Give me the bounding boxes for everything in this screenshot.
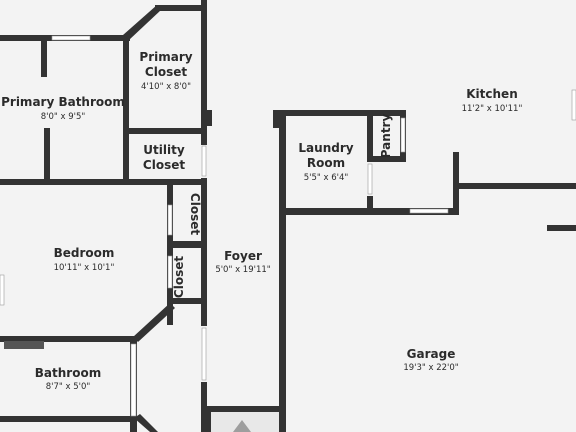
- vent-hatch: [4, 341, 44, 349]
- foyer-dims: 5'0" x 19'11": [215, 265, 270, 275]
- bedroom-name: Bedroom: [54, 246, 115, 260]
- wall-porch-top: [204, 406, 282, 412]
- window-laundry-right: [367, 163, 373, 195]
- wall-foyer-left-mid: [201, 178, 207, 326]
- room-labels: Primary Bathroom 8'0" x 9'5" Primary Clo…: [1, 50, 522, 392]
- closet-upper-name: Closet: [188, 193, 202, 235]
- wall-closet-top: [155, 5, 207, 11]
- wall-bathroom-bottom: [0, 416, 137, 422]
- closet-lower-name: Closet: [172, 256, 186, 298]
- wall-closet-divider: [167, 241, 207, 248]
- wall-garage-right-stub: [547, 225, 576, 231]
- garage-name: Garage: [407, 347, 456, 361]
- utility-closet-name-2: Closet: [143, 158, 185, 172]
- kitchen-name: Kitchen: [466, 87, 518, 101]
- wall-foyer-left-upper: [201, 0, 207, 145]
- window-kitchen-right: [571, 89, 576, 121]
- window-foyer-left: [201, 327, 207, 381]
- wall-porch-left: [204, 406, 211, 432]
- wall-closet-bottom: [167, 298, 207, 304]
- pantry-name: Pantry: [379, 114, 393, 159]
- kitchen-dims: 11'2" x 10'11": [462, 104, 523, 114]
- wall-closet-left: [167, 185, 173, 325]
- window-closet-lower: [167, 255, 173, 289]
- primary-bathroom-name: Primary Bathroom: [1, 95, 125, 109]
- entry-arrow: [233, 420, 251, 432]
- window-utility-right: [201, 145, 207, 177]
- utility-closet-name-1: Utility: [143, 143, 185, 157]
- laundry-room-name-2: Room: [307, 156, 345, 170]
- window-bedroom-left: [0, 274, 5, 306]
- bathroom-dims: 8'7" x 5'0": [46, 382, 91, 392]
- wall-closet-angle: [123, 5, 161, 40]
- foyer-name: Foyer: [224, 249, 262, 263]
- wall-laundry-left: [279, 110, 286, 214]
- wall-bedroom-top: [0, 179, 207, 185]
- primary-closet-dims: 4'10" x 8'0": [141, 82, 191, 92]
- garage-dims: 19'3" x 22'0": [403, 363, 458, 373]
- wall-primary-bath-right: [123, 35, 129, 185]
- wall-primary-bath-stub-top: [41, 35, 47, 77]
- wall-garage-left: [279, 207, 286, 432]
- wall-primary-closet-bottom: [123, 128, 207, 134]
- wall-bathroom-top: [0, 336, 137, 342]
- wall-pantry-bottom: [367, 156, 406, 162]
- wall-laundry-top: [279, 110, 406, 116]
- window-closet-upper: [167, 204, 173, 236]
- laundry-room-dims: 5'5" x 6'4": [304, 173, 349, 183]
- window-pantry-right: [400, 117, 406, 153]
- porch-tiles: [211, 412, 279, 432]
- wall-notch: [204, 110, 212, 126]
- wall-kitchen-bottom: [453, 183, 576, 189]
- window-laundry-bottom: [409, 208, 449, 214]
- windows: [0, 35, 576, 417]
- bedroom-dims: 10'11" x 10'1": [54, 263, 115, 273]
- primary-closet-name-1: Primary: [139, 50, 192, 64]
- window-bathroom-right: [130, 343, 137, 417]
- primary-closet-name-2: Closet: [145, 65, 187, 79]
- wall-laundry-right-upper: [367, 110, 373, 162]
- laundry-room-name-1: Laundry: [298, 141, 353, 155]
- wall-primary-bath-stub-bottom: [44, 128, 50, 184]
- wall-laundry-right-lower: [367, 196, 373, 215]
- primary-bathroom-dims: 8'0" x 9'5": [41, 112, 86, 122]
- wall-bathroom-angle: [134, 414, 158, 432]
- wall-bedroom-angle: [133, 303, 175, 342]
- window-primary-bath: [51, 35, 91, 41]
- bathroom-name: Bathroom: [35, 366, 101, 380]
